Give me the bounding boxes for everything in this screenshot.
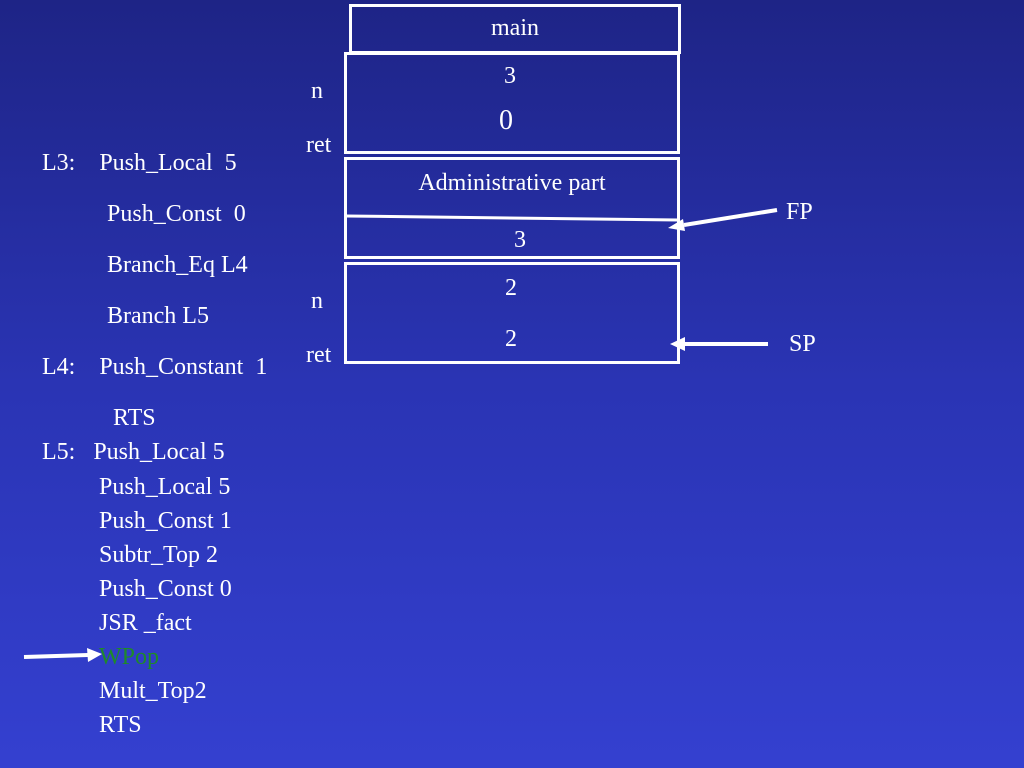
stack-frame2-box [344,262,680,364]
code-line-wpop-current: WPop [99,644,159,670]
code-line-l3: L3: Push_Local 5 [42,150,237,176]
frame2-label-ret: ret [306,342,332,368]
frame2-value-n: 2 [505,275,517,301]
stack-frame1-box [344,52,680,154]
code-line-subtr-top: Subtr_Top 2 [99,542,218,568]
code-line-jsr: JSR _fact [99,610,192,636]
admin-part-label: Administrative part [418,170,606,196]
fp-arrow-shaft [683,208,778,227]
frame1-value-ret: 0 [499,105,513,136]
frame1-value-n: 3 [504,63,516,89]
code-line-mult-top: Mult_Top2 [99,678,207,704]
code-line-push-const-0b: Push_Const 0 [99,576,232,602]
code-line-rts-1: RTS [113,405,156,431]
code-line-push-const-0: Push_Const 0 [107,201,246,227]
code-line-push-const-1: Push_Const 1 [99,508,232,534]
code-line-push-local-5: Push_Local 5 [99,474,231,500]
sp-label: SP [789,331,816,357]
stack-admin-box [344,157,680,259]
frame2-value-ret: 2 [505,326,517,352]
fp-label: FP [786,199,813,225]
frame2-label-n: n [311,288,323,314]
code-line-rts-2: RTS [99,712,142,738]
code-line-branch-eq: Branch_Eq L4 [107,252,248,278]
code-line-branch-l5: Branch L5 [107,303,209,329]
stack-main-label: main [491,15,539,41]
admin-part-value: 3 [514,227,526,253]
code-line-l4: L4: Push_Constant 1 [42,354,268,380]
code-line-l5: L5: Push_Local 5 [42,439,225,465]
frame1-label-n: n [311,78,323,104]
current-line-arrow-shaft [23,653,89,659]
frame1-label-ret: ret [306,132,332,158]
